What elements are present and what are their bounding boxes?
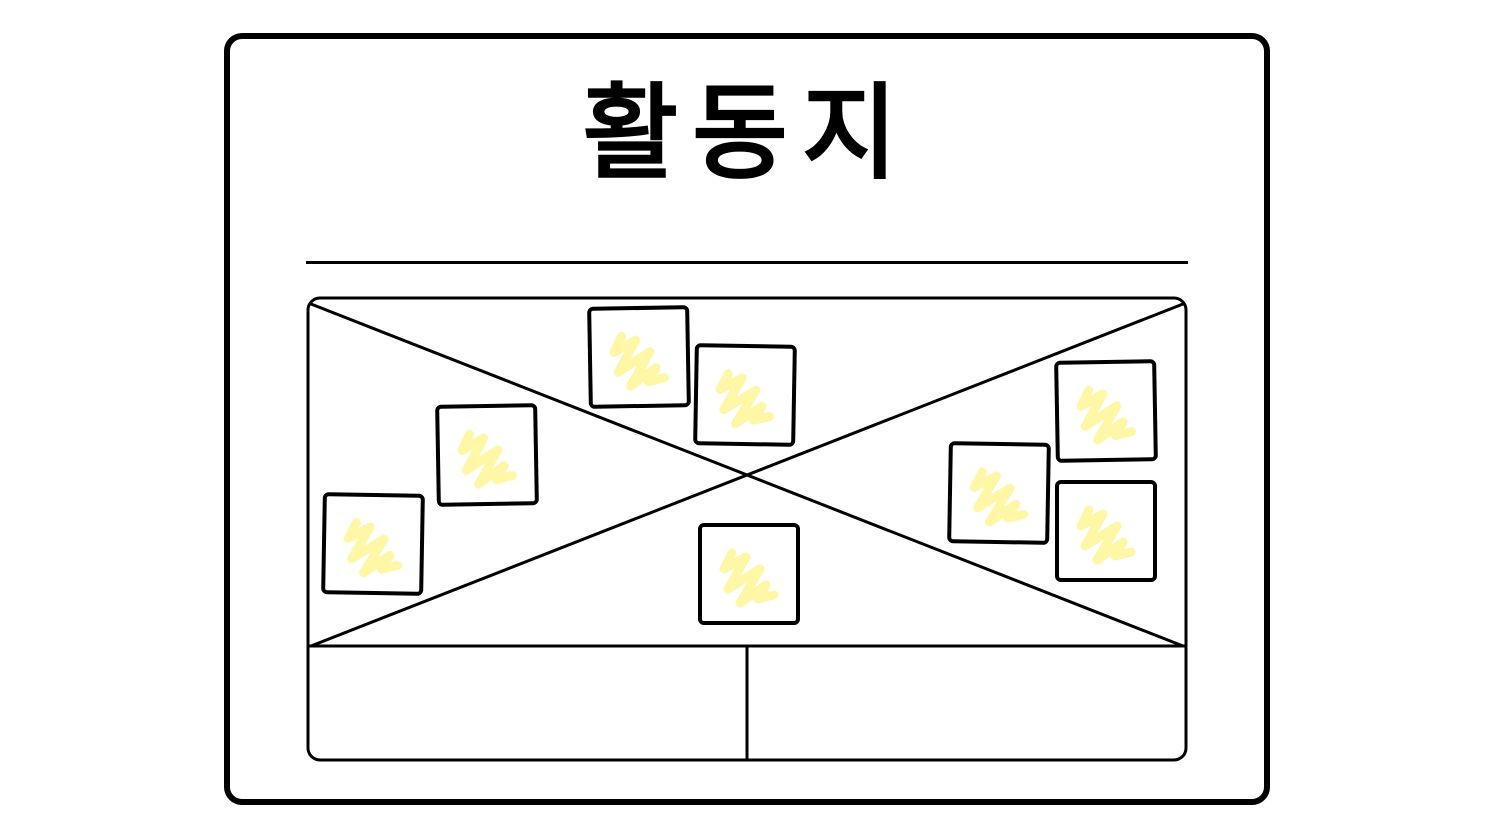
scribble-mark bbox=[719, 548, 779, 608]
sticky-notes bbox=[321, 305, 1158, 625]
sticky-note[interactable] bbox=[947, 441, 1051, 545]
bottom-right-box[interactable] bbox=[748, 648, 1184, 758]
diagonal-line-2 bbox=[310, 302, 1184, 648]
scribble-mark bbox=[609, 331, 669, 391]
sticky-note[interactable] bbox=[693, 343, 797, 447]
scribble-mark bbox=[715, 369, 775, 429]
scribble-mark bbox=[969, 467, 1029, 527]
scribble-mark bbox=[1076, 505, 1136, 565]
sticky-note[interactable] bbox=[698, 523, 800, 625]
scribble-mark bbox=[457, 429, 517, 489]
sticky-note[interactable] bbox=[321, 492, 425, 596]
title-divider bbox=[306, 261, 1188, 264]
sticky-note[interactable] bbox=[435, 403, 539, 507]
bottom-left-box[interactable] bbox=[310, 648, 746, 758]
sticky-note[interactable] bbox=[1055, 480, 1157, 582]
sticky-note[interactable] bbox=[587, 305, 691, 409]
sheet-title: 활동지 bbox=[582, 72, 912, 194]
sticky-note[interactable] bbox=[1054, 359, 1158, 463]
scribble-mark bbox=[1076, 385, 1136, 445]
scribble-mark bbox=[343, 518, 403, 578]
